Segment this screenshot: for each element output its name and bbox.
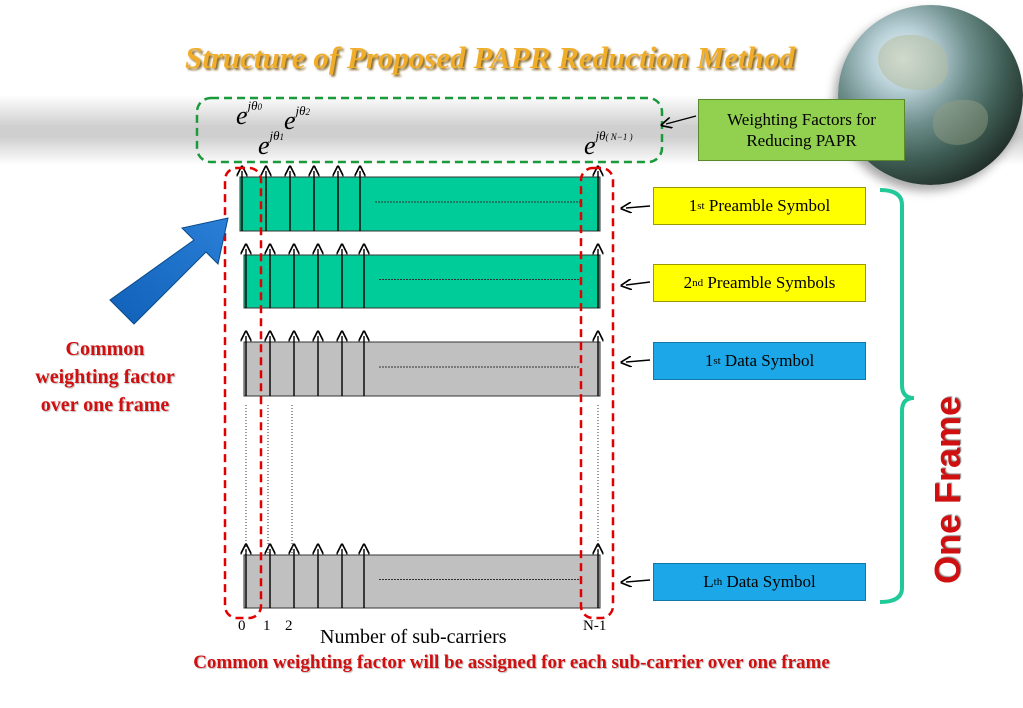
label-pointer-arrow bbox=[626, 360, 651, 362]
highlight-subcarrier-0 bbox=[223, 166, 263, 620]
subcarrier-index-1: 1 bbox=[263, 618, 271, 634]
symbol-bar bbox=[243, 254, 601, 309]
weighting-factor-dashed-box bbox=[195, 96, 664, 164]
weighting-factors-box: Weighting Factors for Reducing PAPR bbox=[698, 99, 905, 161]
globe-land bbox=[878, 35, 948, 90]
weight-term-1: ejθ1 bbox=[258, 128, 285, 160]
common-factor-blue-arrow bbox=[109, 217, 229, 325]
common-label-line3: over one frame bbox=[40, 394, 170, 416]
common-weighting-label: Common weighting factor over one frame bbox=[15, 335, 195, 419]
symbol-bar bbox=[243, 341, 601, 397]
common-label-line2: weighting factor bbox=[35, 366, 175, 388]
weighting-box-line1: Weighting Factors for bbox=[727, 110, 876, 129]
one-frame-label-wrap: One Frame bbox=[908, 380, 988, 600]
subcarrier-index-n-1: N-1 bbox=[583, 618, 607, 634]
weighting-box-line2: Reducing PAPR bbox=[746, 131, 857, 150]
label-pointer-arrow bbox=[626, 282, 651, 285]
highlight-subcarrier-n-1 bbox=[579, 166, 615, 620]
label-pointer-arrow bbox=[626, 206, 651, 208]
symbol-rows bbox=[239, 171, 601, 609]
one-frame-bracket bbox=[879, 188, 915, 604]
weight-term-0: ejθ0 bbox=[236, 98, 263, 130]
axis-label: Number of sub-carriers bbox=[320, 626, 507, 648]
symbol-bar bbox=[239, 176, 601, 232]
common-label-line1: Common bbox=[65, 338, 145, 360]
weighting-pointer-arrow bbox=[666, 115, 697, 124]
symbol-bar bbox=[243, 554, 601, 609]
weight-term-n-1: ejθ( N−1 ) bbox=[584, 128, 633, 160]
subcarrier-index-2: 2 bbox=[285, 618, 293, 634]
page-title: Structure of Proposed PAPR Reduction Met… bbox=[185, 40, 795, 75]
one-frame-label: One Frame bbox=[927, 395, 968, 585]
subcarrier-index-0: 0 bbox=[238, 618, 246, 634]
bottom-caption: Common weighting factor will be assigned… bbox=[193, 652, 830, 673]
label-pointer-arrow bbox=[626, 580, 651, 582]
weight-term-2: ejθ2 bbox=[284, 103, 311, 135]
